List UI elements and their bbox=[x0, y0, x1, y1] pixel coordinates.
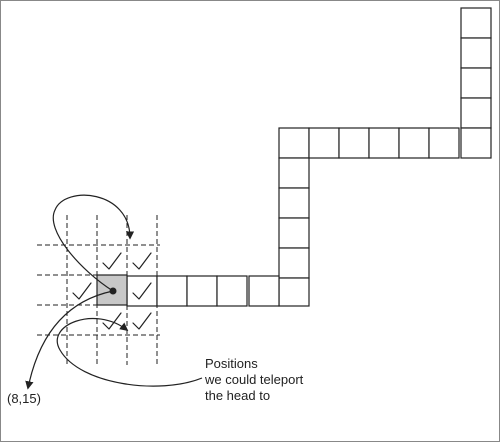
coord-pointer-arrow bbox=[25, 290, 114, 390]
callout-line-2: we could teleport bbox=[205, 372, 304, 387]
snake-segment bbox=[278, 187, 310, 219]
callout-arrow bbox=[56, 317, 203, 387]
snake-segment bbox=[248, 275, 280, 307]
snake-segment bbox=[398, 127, 430, 159]
checkmark-icon bbox=[132, 312, 152, 330]
snake-segment bbox=[460, 97, 492, 129]
snake-segment bbox=[278, 217, 310, 249]
snake-segment bbox=[126, 275, 158, 307]
snake-segment bbox=[368, 127, 400, 159]
snake-segment bbox=[278, 157, 310, 189]
checkmark-icon bbox=[102, 312, 122, 330]
snake-segment bbox=[460, 67, 492, 99]
snake-segment bbox=[460, 7, 492, 39]
snake-segment bbox=[216, 275, 248, 307]
callout-line-3: the head to bbox=[205, 388, 271, 403]
callout-text: Positions we could teleport the head to bbox=[205, 356, 303, 404]
snake-body bbox=[126, 7, 492, 307]
snake-segment bbox=[278, 277, 310, 307]
head-coordinate-label: (8,15) bbox=[7, 391, 41, 406]
callout-line-1: Positions bbox=[205, 356, 258, 371]
snake-segment bbox=[278, 127, 310, 159]
snake-segment bbox=[278, 247, 310, 279]
checkmark-icon bbox=[72, 282, 92, 300]
candidate-checkmarks bbox=[72, 252, 152, 330]
snake-segment bbox=[338, 127, 370, 159]
snake-segment bbox=[186, 275, 218, 307]
checkmark-icon bbox=[132, 252, 152, 270]
snake-segment bbox=[460, 37, 492, 69]
checkmark-icon bbox=[132, 282, 152, 300]
annotation-arrows bbox=[25, 194, 203, 390]
snake-segment bbox=[428, 127, 460, 159]
snake-segment bbox=[460, 127, 492, 159]
snake-segment bbox=[308, 127, 340, 159]
snake-segment bbox=[156, 275, 188, 307]
head-loop-arrow bbox=[52, 194, 135, 292]
checkmark-icon bbox=[102, 252, 122, 270]
